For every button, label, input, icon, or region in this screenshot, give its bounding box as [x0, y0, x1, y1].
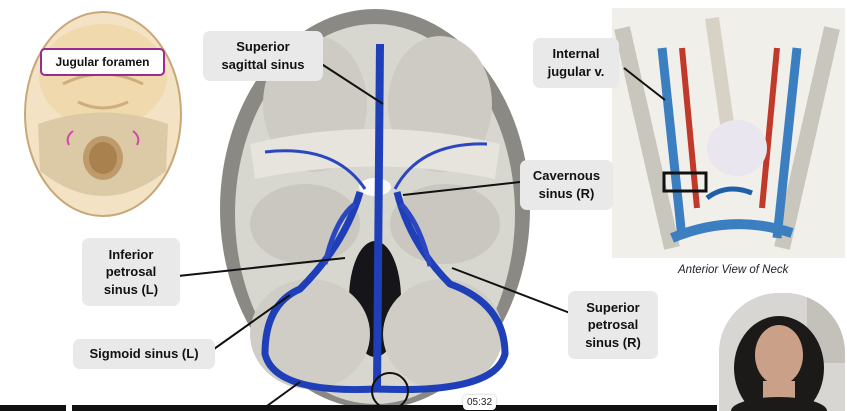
jugular-foramen-label: Jugular foramen	[40, 48, 165, 76]
inferior-petrosal-sinus-label: Inferior petrosal sinus (L)	[82, 238, 180, 306]
player-bar-left	[0, 405, 66, 411]
presenter-avatar-icon	[719, 293, 845, 411]
sigmoid-sinus-label: Sigmoid sinus (L)	[73, 339, 215, 369]
neck-caption: Anterior View of Neck	[678, 264, 789, 276]
superior-petrosal-sinus-label: Superior petrosal sinus (R)	[568, 291, 658, 359]
presenter-webcam	[719, 293, 845, 411]
superior-sagittal-sinus-label: Superior sagittal sinus	[203, 31, 323, 81]
internal-jugular-label: Internal jugular v.	[533, 38, 619, 88]
cavernous-sinus-label: Cavernous sinus (R)	[520, 160, 613, 210]
skull-base-main-illustration	[220, 9, 530, 406]
video-timestamp: 05:32	[463, 395, 496, 410]
video-progress-bar[interactable]	[72, 405, 717, 411]
neck-anatomy-illustration	[612, 8, 845, 258]
